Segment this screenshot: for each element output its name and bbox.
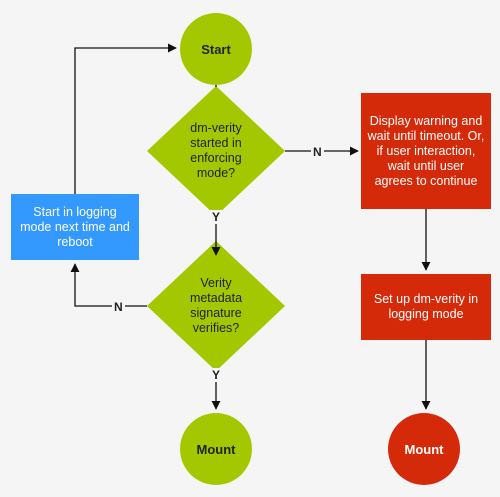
start-node: Start <box>180 13 252 85</box>
setup-logging-label: Set up dm-verity in logging mode <box>373 292 479 321</box>
setup-logging-box: Set up dm-verity in logging mode <box>361 274 491 340</box>
decision-diamond-enforcing <box>147 86 285 216</box>
edge-label-enforcing-no: N <box>311 145 324 159</box>
logging-reboot-box: Start in logging mode next time and rebo… <box>11 194 139 260</box>
signature-decision-label: Verity metadata signature verifies? <box>189 276 243 335</box>
mount-node-left: Mount <box>180 413 252 485</box>
edge-signature-to-logging <box>70 263 147 307</box>
mount-right-label: Mount <box>404 441 444 457</box>
start-label: Start <box>201 41 231 57</box>
decision-diamond-signature <box>147 241 285 371</box>
enforcing-decision-label: dm-verity started in enforcing mode? <box>190 121 242 180</box>
edge-label-enforcing-yes: Y <box>210 210 223 224</box>
edge-logging-to-start <box>74 43 177 194</box>
display-warning-box: Display warning and wait until timeout. … <box>361 93 491 209</box>
edge-label-signature-yes: Y <box>210 368 223 382</box>
logging-reboot-label: Start in logging mode next time and rebo… <box>20 204 130 249</box>
mount-left-label: Mount <box>196 441 236 457</box>
display-warning-label: Display warning and wait until timeout. … <box>367 113 485 188</box>
mount-node-right: Mount <box>388 413 460 485</box>
edge-label-signature-no: N <box>112 300 125 314</box>
